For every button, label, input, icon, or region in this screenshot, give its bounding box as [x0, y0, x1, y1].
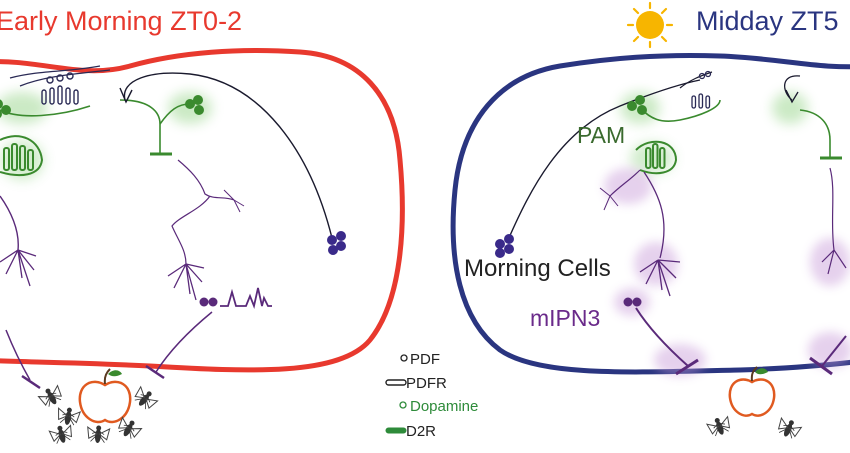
mlpn3-cell-right	[623, 297, 642, 307]
legend-label-dopamine: Dopamine	[410, 398, 478, 415]
morning-cells-left	[327, 231, 346, 255]
neuron-arbor-right	[639, 259, 681, 297]
pdf-icon	[400, 354, 408, 362]
midday-brain-outline	[450, 52, 850, 375]
legend-item-pdf: PDF	[400, 351, 440, 368]
mlpn3-label: mIPN3	[530, 305, 600, 331]
legend-label-d2r: D2R	[406, 423, 436, 440]
d2r-receptor-cluster-right	[635, 140, 678, 175]
pdfr-receptor-cluster-left	[41, 72, 79, 105]
legend-item-pdfr: PDFR	[385, 375, 447, 392]
fly-icons-left	[36, 382, 160, 447]
mlpn3-cell-left	[199, 297, 218, 307]
midday-title: Midday ZT5	[696, 6, 839, 36]
fly-icons-right	[705, 413, 803, 442]
dopamine-cell-left	[0, 99, 11, 118]
sun-icon	[626, 1, 674, 49]
legend-item-dopamine: Dopamine	[399, 398, 478, 415]
legend: PDF PDFR Dopamine D2R	[385, 351, 478, 440]
pdfr-icon	[385, 379, 407, 386]
neuron-arbor-left	[0, 249, 37, 287]
pdfr-receptor-cluster-right	[691, 70, 712, 109]
early-morning-title: Early Morning ZT0-2	[0, 6, 242, 36]
early-morning-panel: Early Morning ZT0-2	[0, 6, 405, 447]
midday-panel: Midday ZT5	[450, 1, 850, 442]
morning-cells-right	[495, 234, 514, 258]
legend-label-pdfr: PDFR	[406, 375, 447, 392]
legend-item-d2r: D2R	[385, 423, 436, 440]
pam-label: PAM	[577, 122, 625, 148]
neuron-arbor-center-left	[167, 263, 205, 301]
dopamine-icon	[399, 401, 407, 409]
early-brain-outline	[0, 48, 405, 373]
apple-icon-left	[78, 368, 132, 424]
d2r-receptor-cluster-left	[0, 135, 44, 177]
calcium-trace	[220, 287, 272, 310]
dopamine-cell-center-left	[185, 95, 204, 115]
d2r-icon	[385, 427, 407, 434]
morning-cells-label: Morning Cells	[464, 255, 611, 282]
apple-icon-right	[728, 366, 776, 417]
dopamine-cell-pam	[627, 95, 647, 115]
legend-label-pdf: PDF	[410, 351, 440, 368]
